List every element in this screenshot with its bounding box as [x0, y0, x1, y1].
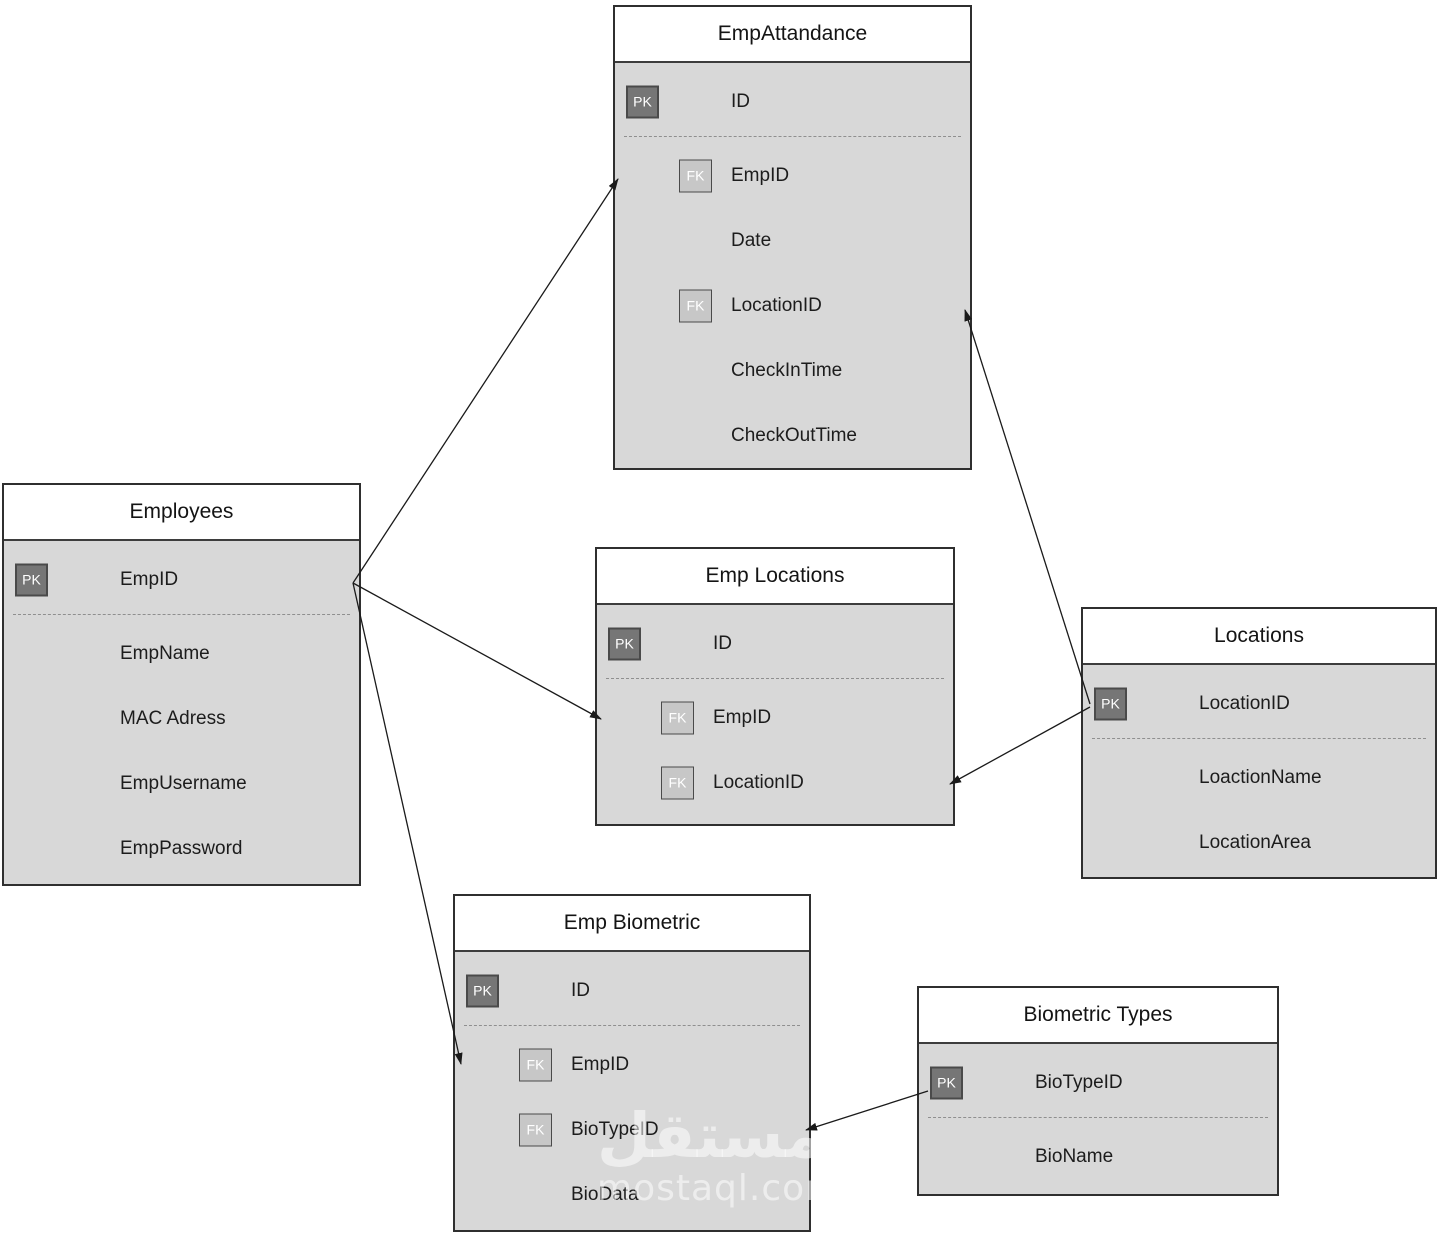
field-name: ID: [713, 632, 732, 654]
relationship-arrow-employees-to-empattandance: [352, 178, 619, 584]
field-name: EmpID: [571, 1053, 630, 1075]
field-name: Date: [731, 229, 772, 251]
field-name: EmpName: [120, 642, 210, 664]
table-title-emp-locations: Emp Locations: [597, 549, 953, 605]
table-title-empattandance: EmpAttandance: [615, 7, 970, 63]
field-row-bioname: BioName: [919, 1124, 1277, 1189]
field-name: MAC Adress: [120, 707, 226, 729]
row-separator: [1092, 738, 1426, 739]
field-row-date: Date: [615, 208, 970, 273]
pk-badge: PK: [1094, 687, 1127, 720]
field-row-id: PK ID: [615, 69, 970, 134]
table-title-biometric-types: Biometric Types: [919, 988, 1277, 1044]
entity-table-locations: Locations PK LocationID LoactionName Loc…: [1081, 607, 1437, 879]
fk-badge: FK: [679, 289, 712, 322]
fk-badge: FK: [661, 766, 694, 799]
field-name: BioTypeID: [571, 1118, 659, 1140]
table-body: PK ID FK EmpID FK LocationID: [597, 605, 953, 824]
field-row-checkintime: CheckInTime: [615, 338, 970, 403]
field-name: EmpID: [120, 568, 179, 590]
row-separator: [928, 1117, 1268, 1118]
row-separator: [624, 136, 961, 137]
field-row-locationid: FK LocationID: [597, 750, 953, 815]
field-name: LocationArea: [1199, 831, 1311, 853]
field-row-empid: PK EmpID: [4, 547, 359, 612]
pk-badge: PK: [608, 627, 641, 660]
field-name: CheckInTime: [731, 359, 843, 381]
field-row-checkouttime: CheckOutTime: [615, 403, 970, 468]
row-separator: [464, 1025, 800, 1026]
fk-badge: FK: [519, 1113, 552, 1146]
field-row-emppassword: EmpPassword: [4, 816, 359, 881]
field-row-biotypeid: FK BioTypeID: [455, 1097, 809, 1162]
fk-badge: FK: [661, 701, 694, 734]
field-name: EmpID: [731, 164, 790, 186]
entity-table-employees: Employees PK EmpID EmpName MAC Adress Em…: [2, 483, 361, 886]
field-row-empid: FK EmpID: [455, 1032, 809, 1097]
row-separator: [606, 678, 944, 679]
table-body: PK EmpID EmpName MAC Adress EmpUsername …: [4, 541, 359, 884]
pk-badge: PK: [466, 974, 499, 1007]
field-row-locationid: FK LocationID: [615, 273, 970, 338]
field-name: EmpPassword: [120, 837, 243, 859]
table-body: PK ID FK EmpID FK BioTypeID BioData: [455, 952, 809, 1230]
fk-badge: FK: [679, 159, 712, 192]
field-row-biotypeid: PK BioTypeID: [919, 1050, 1277, 1115]
field-row-macadress: MAC Adress: [4, 686, 359, 751]
table-title-locations: Locations: [1083, 609, 1435, 665]
table-body: PK LocationID LoactionName LocationArea: [1083, 665, 1435, 877]
field-row-empid: FK EmpID: [597, 685, 953, 750]
relationship-arrow-employees-to-emp-locations: [352, 582, 602, 720]
pk-badge: PK: [15, 563, 48, 596]
field-name: LocationID: [713, 771, 804, 793]
row-separator: [13, 614, 350, 615]
entity-table-empattandance: EmpAttandance PK ID FK EmpID Date FK Loc…: [613, 5, 972, 470]
entity-table-biometric-types: Biometric Types PK BioTypeID BioName: [917, 986, 1279, 1196]
field-name: BioTypeID: [1035, 1071, 1123, 1093]
field-row-empid: FK EmpID: [615, 143, 970, 208]
relationship-arrow-locations-to-emp-locations: [949, 706, 1091, 785]
field-name: LocationID: [731, 294, 822, 316]
field-row-id: PK ID: [455, 958, 809, 1023]
field-row-id: PK ID: [597, 611, 953, 676]
relationship-arrow-biometric-types-to-emp-biometric: [805, 1090, 929, 1131]
field-name: EmpUsername: [120, 772, 247, 794]
field-row-biodata: BioData: [455, 1162, 809, 1227]
field-name: LocationID: [1199, 692, 1290, 714]
field-name: BioData: [571, 1183, 639, 1205]
field-row-locationid: PK LocationID: [1083, 671, 1435, 736]
entity-table-emp-biometric: Emp Biometric PK ID FK EmpID FK BioTypeI…: [453, 894, 811, 1232]
table-title-employees: Employees: [4, 485, 359, 541]
field-row-locationarea: LocationArea: [1083, 810, 1435, 875]
pk-badge: PK: [930, 1066, 963, 1099]
relationship-arrow-employees-to-emp-biometric: [352, 582, 463, 1065]
table-title-emp-biometric: Emp Biometric: [455, 896, 809, 952]
pk-badge: PK: [626, 85, 659, 118]
fk-badge: FK: [519, 1048, 552, 1081]
field-row-empusername: EmpUsername: [4, 751, 359, 816]
field-row-loactionname: LoactionName: [1083, 745, 1435, 810]
table-body: PK BioTypeID BioName: [919, 1044, 1277, 1194]
field-name: CheckOutTime: [731, 424, 857, 446]
field-name: ID: [571, 979, 590, 1001]
field-name: ID: [731, 90, 750, 112]
relationship-arrow-locations-to-empattandance: [964, 309, 1091, 705]
entity-table-emp-locations: Emp Locations PK ID FK EmpID FK Location…: [595, 547, 955, 826]
field-row-empname: EmpName: [4, 621, 359, 686]
field-name: EmpID: [713, 706, 772, 728]
table-body: PK ID FK EmpID Date FK LocationID CheckI…: [615, 63, 970, 468]
field-name: LoactionName: [1199, 766, 1322, 788]
field-name: BioName: [1035, 1145, 1114, 1167]
